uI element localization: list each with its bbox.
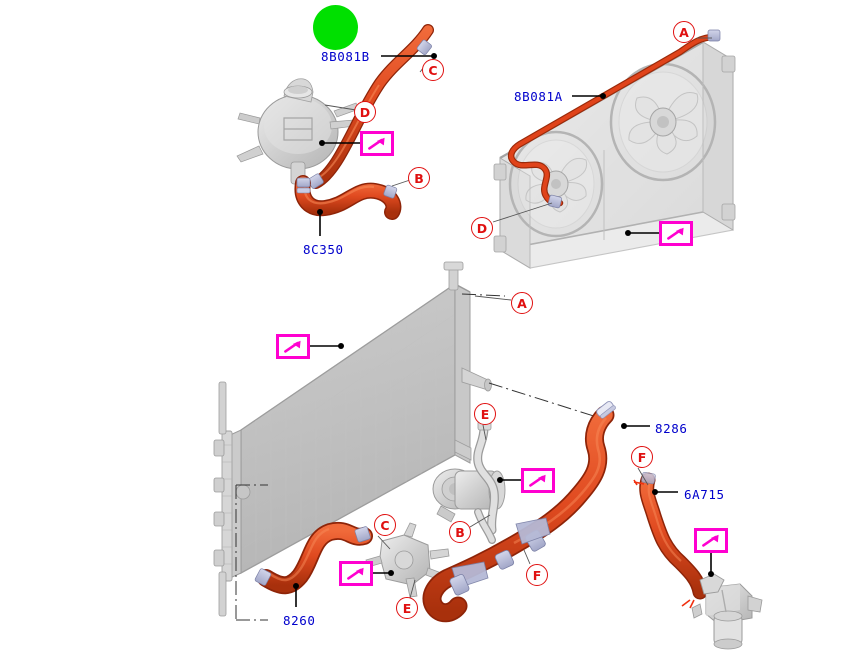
callout-b-3[interactable]: B [408, 167, 430, 189]
detail-arrow-icon [284, 340, 301, 353]
water-pump [432, 420, 506, 544]
leader-dot [497, 477, 503, 483]
callout-c-1[interactable]: C [422, 59, 444, 81]
detail-arrow-icon [529, 474, 546, 487]
leader-dot [338, 343, 344, 349]
callout-f-10[interactable]: F [526, 564, 548, 586]
leader-dot [625, 230, 631, 236]
fan-shroud-module [493, 41, 736, 269]
coolant-hose-6A715 [633, 472, 708, 609]
leader-line [391, 179, 411, 187]
expansion-tank [236, 78, 360, 185]
part-label-8C350: 8C350 [303, 242, 344, 257]
coolant-hose-8260 [254, 521, 373, 595]
callout-c-9[interactable]: C [374, 514, 396, 536]
leader-dot [621, 423, 627, 429]
leader-line [409, 579, 416, 599]
callout-a-0[interactable]: A [673, 21, 695, 43]
leader-dot [431, 53, 437, 59]
hose-clamp [416, 39, 432, 55]
leader-dot [388, 570, 394, 576]
callout-d-2[interactable]: D [354, 101, 376, 123]
leader-line [474, 295, 512, 301]
detail-arrow-radiator[interactable] [276, 334, 310, 359]
detail-arrow-aux-pump[interactable] [694, 528, 728, 553]
leader-dot [652, 489, 658, 495]
radiator-core [213, 261, 492, 617]
callout-a-5[interactable]: A [511, 292, 533, 314]
radiator-left-tank [213, 381, 251, 617]
detail-arrow-thermostat-housing[interactable] [339, 561, 373, 586]
part-label-8B081A: 8B081A [514, 89, 563, 104]
cooling-fan-left [508, 130, 604, 238]
assembly-centerlines [235, 293, 601, 621]
detail-arrow-icon [702, 534, 719, 547]
detail-arrow-icon [347, 567, 364, 580]
detail-arrow-fan-module[interactable] [659, 221, 693, 246]
hose-end-collar [596, 401, 616, 419]
part-label-6A715: 6A715 [684, 487, 725, 502]
auxiliary-coolant-pump [691, 573, 763, 650]
leader-dot [319, 140, 325, 146]
leader-line [523, 549, 531, 565]
leader-line [469, 514, 491, 528]
green-highlight-marker [313, 5, 358, 50]
leader-line [637, 467, 649, 486]
part-label-8286: 8286 [655, 421, 688, 436]
leader-line [324, 104, 357, 111]
leader-lines [293, 37, 714, 607]
detail-arrow-expansion-tank[interactable] [360, 131, 394, 156]
detail-arrow-icon [368, 137, 385, 150]
part-label-8260: 8260 [283, 613, 316, 628]
detail-arrow-icon [667, 227, 684, 240]
leader-line [377, 535, 391, 550]
coolant-hose-8B081A [507, 29, 721, 209]
leader-dot [293, 583, 299, 589]
leader-line [492, 202, 553, 223]
callout-e-11[interactable]: E [396, 597, 418, 619]
callout-f-7[interactable]: F [631, 446, 653, 468]
leader-dot [317, 209, 323, 215]
detail-arrow-water-pump[interactable] [521, 468, 555, 493]
part-label-8B081B: 8B081B [321, 49, 370, 64]
callout-b-8[interactable]: B [449, 521, 471, 543]
leader-dot [600, 93, 606, 99]
coolant-hose-8B081B [307, 24, 434, 189]
leader-line [482, 424, 487, 441]
coolant-hose-8C350 [294, 175, 402, 220]
callout-e-6[interactable]: E [474, 403, 496, 425]
leader-dot [708, 571, 714, 577]
coolant-hose-8286 [422, 401, 616, 623]
cooling-fan-right [609, 62, 717, 182]
callout-d-4[interactable]: D [471, 217, 493, 239]
